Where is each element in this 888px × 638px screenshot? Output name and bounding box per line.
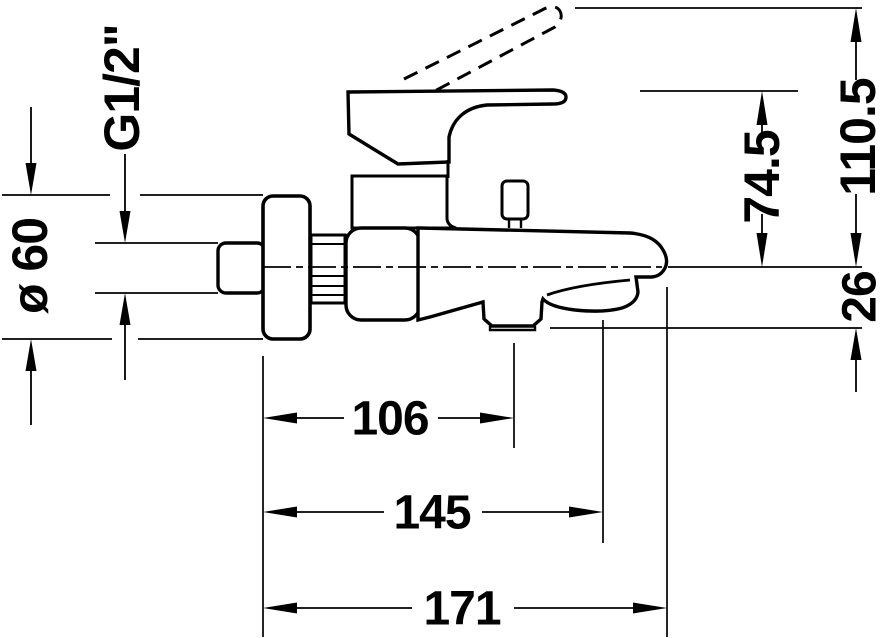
dim-handle-height: 74.5 [734, 91, 790, 267]
dim-thread: G1/2" [94, 24, 150, 380]
arrow-down-icon [25, 163, 37, 195]
dim-label-handle-height: 74.5 [734, 130, 790, 224]
arrow-up-icon [756, 91, 768, 125]
connection-nut [309, 233, 347, 305]
diverter-knob-stem [507, 219, 523, 228]
dim-spout-drop: 26 [834, 271, 887, 392]
supply-stub [216, 241, 267, 295]
diverter-knob [500, 179, 530, 221]
arrow-down-icon [756, 233, 768, 267]
dim-label-total-height: 110.5 [830, 78, 886, 196]
arrow-left-icon [263, 602, 297, 614]
extension-lines [2, 7, 862, 637]
arrow-left-icon [263, 412, 297, 424]
dim-wall-to-aerator: 106 [263, 393, 514, 446]
arrow-up-icon [850, 328, 862, 360]
dim-label-wall-to-outlet: 145 [393, 487, 470, 540]
connection-nut-facets [311, 243, 345, 296]
spout-housing-crease [546, 278, 631, 297]
arrow-up-icon [25, 339, 37, 371]
dimension-annotations: ø 60 G1/2" 74.5 110.5 26 [2, 8, 887, 636]
arrow-down-icon [119, 211, 131, 243]
spout [416, 226, 669, 328]
valve-body [344, 226, 422, 322]
fitting-outline [216, 5, 669, 341]
dim-label-spout-drop: 26 [834, 271, 887, 322]
arrow-left-icon [263, 506, 297, 518]
arrow-right-icon [569, 506, 603, 518]
dim-label-wall-to-tip: 171 [423, 583, 500, 636]
lever-handle [346, 88, 568, 166]
dim-label-thread: G1/2" [94, 24, 150, 151]
arrow-up-icon [119, 293, 131, 325]
lever-raised-dashed-outline [403, 5, 563, 95]
dim-label-wall-to-aerator: 106 [351, 393, 428, 446]
arrow-right-icon [633, 602, 667, 614]
arrow-down-icon [850, 233, 862, 267]
arrow-right-icon [480, 412, 514, 424]
aerator-rim [488, 326, 537, 332]
dim-wall-to-outlet: 145 [263, 487, 603, 540]
arrow-up-icon [850, 8, 862, 42]
cartridge-neck [350, 174, 457, 230]
dim-flange-diameter: ø 60 [2, 107, 58, 425]
dim-label-flange-diameter: ø 60 [2, 218, 58, 314]
dim-wall-to-tip: 171 [263, 583, 667, 636]
dim-total-height: 110.5 [830, 8, 886, 267]
